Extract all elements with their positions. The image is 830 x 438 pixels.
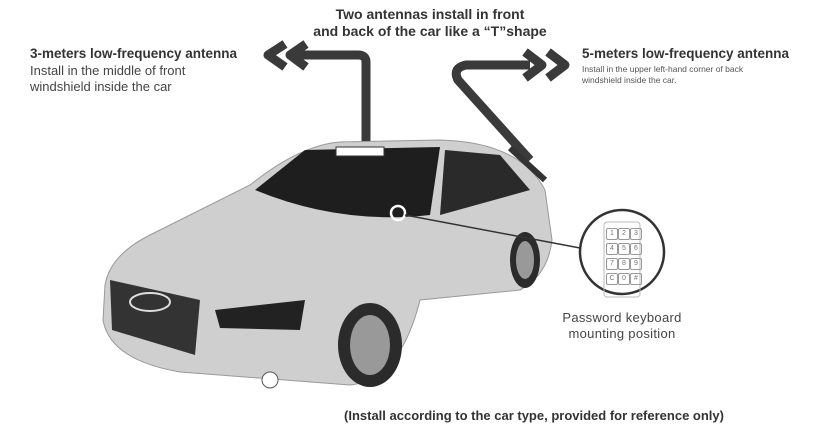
left-arrow [263, 40, 371, 150]
left-desc-line1: Install in the middle of front [30, 63, 186, 78]
left-antenna-title: 3-meters low-frequency antenna [30, 46, 238, 61]
top-note: Two antennas install in front and back o… [300, 6, 560, 40]
key-3: 3 [630, 228, 642, 240]
left-antenna-desc: Install in the middle of front windshiel… [30, 63, 260, 95]
key-hash: # [630, 273, 642, 285]
right-antenna-desc: Install in the upper left-hand corner of… [582, 64, 822, 86]
footnote: (Install according to the car type, prov… [344, 408, 724, 423]
keypad-label-line2: mounting position [568, 326, 676, 341]
keypad-label: Password keyboard mounting position [552, 310, 692, 342]
key-8: 8 [618, 258, 630, 270]
keypad-label-line1: Password keyboard [562, 310, 682, 325]
right-desc-line1: Install in the upper left-hand corner of… [582, 64, 744, 74]
car [102, 139, 666, 389]
key-2: 2 [618, 228, 630, 240]
top-note-line2: and back of the car like a “T”shape [313, 23, 547, 39]
key-7: 7 [606, 258, 618, 270]
key-0: 0 [618, 273, 630, 285]
key-c: C [606, 273, 618, 285]
right-arrow [451, 48, 570, 164]
left-desc-line2: windshield inside the car [30, 79, 172, 94]
key-6: 6 [630, 243, 642, 255]
right-antenna-title: 5-meters low-frequency antenna [582, 46, 790, 61]
key-4: 4 [606, 243, 618, 255]
top-note-line1: Two antennas install in front [335, 6, 525, 22]
key-5: 5 [618, 243, 630, 255]
right-desc-line2: windshield inside the car. [582, 75, 677, 85]
key-9: 9 [630, 258, 642, 270]
key-1: 1 [606, 228, 618, 240]
